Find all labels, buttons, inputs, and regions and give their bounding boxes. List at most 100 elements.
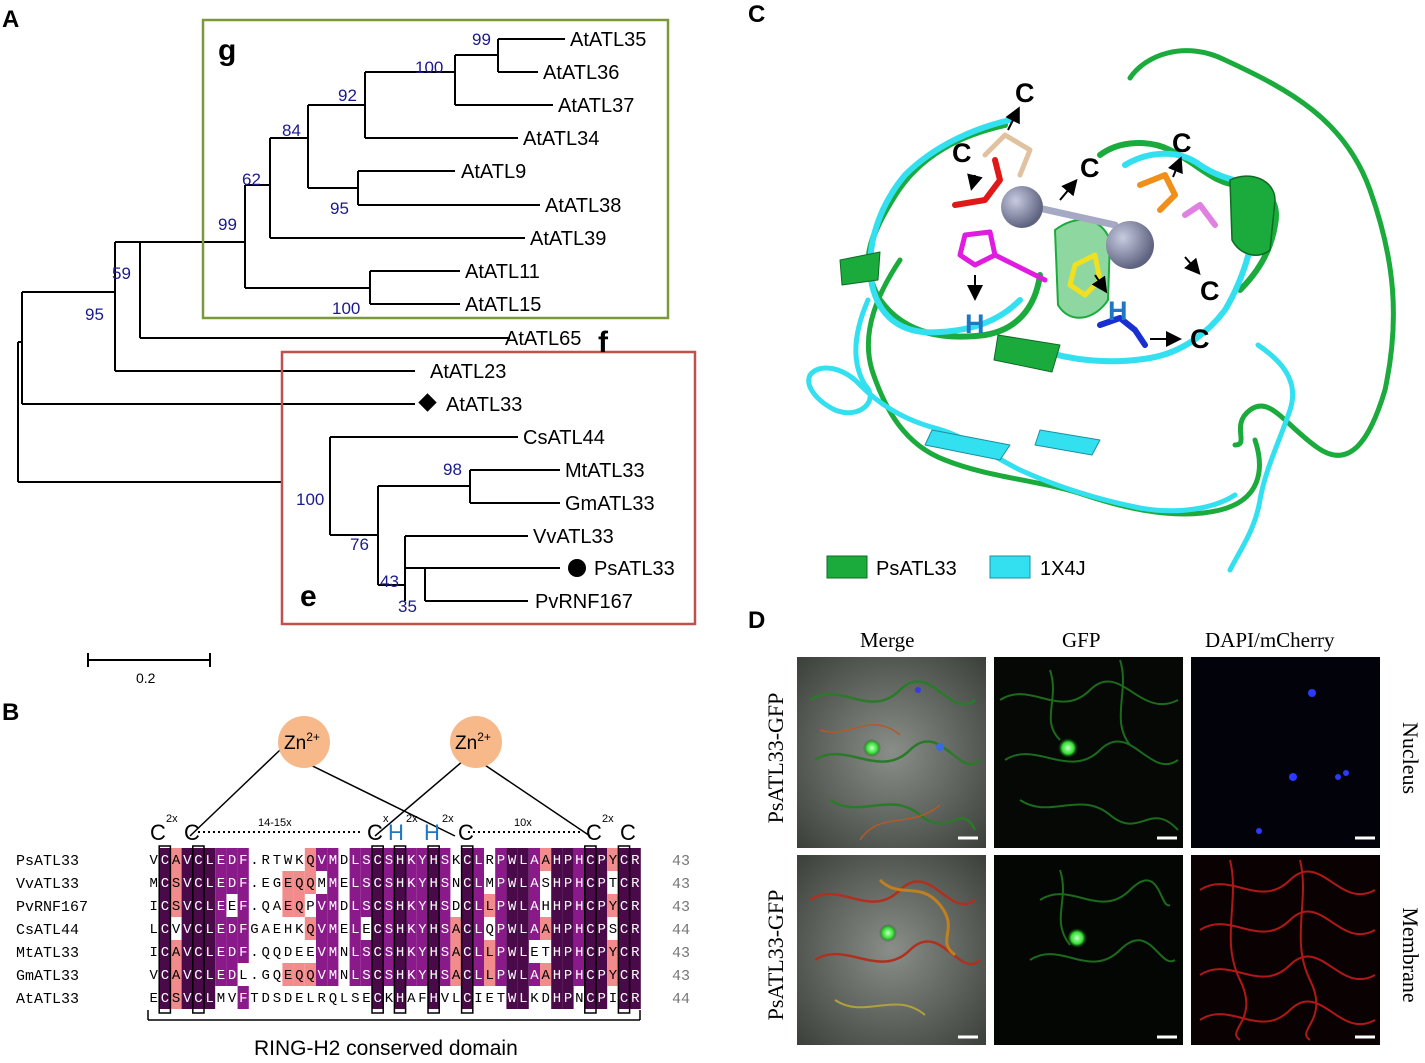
- alignment-shading: [528, 917, 540, 940]
- residue: Q: [306, 922, 314, 938]
- alignment-shading: [226, 917, 238, 940]
- panel-label-b: B: [2, 699, 19, 726]
- alignment-shading: [596, 917, 608, 940]
- residue: S: [385, 945, 393, 961]
- alignment-shading: [327, 917, 339, 940]
- alignment-shading: [349, 894, 361, 917]
- alignment-shading: [360, 963, 372, 986]
- alignment-shading: [551, 940, 563, 963]
- alignment-shading: [584, 871, 596, 894]
- leaf-label: PsATL33: [594, 558, 675, 580]
- residue: C: [194, 968, 202, 984]
- alignment-shading: [204, 871, 216, 894]
- residue: M: [318, 876, 326, 892]
- alignment-shading: [215, 963, 227, 986]
- residue: K: [407, 853, 416, 869]
- leaf-label: VvATL33: [533, 526, 614, 548]
- leaf-label: AtATL35: [570, 29, 646, 51]
- residue: P: [497, 922, 505, 938]
- residue: L: [474, 922, 482, 938]
- alignment-shading: [484, 963, 496, 986]
- residue: W: [508, 945, 517, 961]
- alignment-shading: [540, 963, 552, 986]
- alignment-shading: [562, 986, 574, 1009]
- residue: C: [194, 899, 202, 915]
- residue: Q: [306, 968, 314, 984]
- alignment-shading: [372, 894, 384, 917]
- residue: L: [306, 991, 314, 1007]
- residue: H: [575, 853, 583, 869]
- residue: A: [262, 922, 271, 938]
- residue: A: [530, 922, 539, 938]
- residue: C: [194, 991, 202, 1007]
- bootstrap: 92: [338, 86, 357, 105]
- residue: P: [564, 945, 572, 961]
- alignment-shading: [394, 917, 406, 940]
- residue: R: [631, 853, 640, 869]
- bootstrap: 35: [398, 597, 417, 616]
- panel-label-c: C: [748, 1, 765, 28]
- alignment-shading: [472, 963, 484, 986]
- residue: L: [351, 922, 359, 938]
- alignment-shading: [394, 940, 406, 963]
- sequence-length: 44: [672, 922, 690, 939]
- residue: H: [553, 991, 561, 1007]
- alignment-shading: [327, 848, 339, 871]
- bootstrap: 84: [282, 121, 301, 140]
- residue: H: [430, 876, 438, 892]
- alignment-shading: [584, 917, 596, 940]
- alignment-shading: [349, 917, 361, 940]
- gfp-image-membrane: [994, 855, 1183, 1045]
- residue: Q: [306, 853, 314, 869]
- group-label-g: g: [218, 34, 236, 67]
- residue: S: [351, 991, 359, 1007]
- legend-label: PsATL33: [876, 558, 957, 580]
- his-label: H: [1108, 296, 1128, 326]
- residue: C: [161, 876, 169, 892]
- merge-image-nucleus: [797, 657, 986, 848]
- alignment-shading: [618, 894, 630, 917]
- alignment-shading: [551, 917, 563, 940]
- alignment-shading: [293, 963, 305, 986]
- residue: C: [374, 876, 382, 892]
- residue: S: [362, 968, 370, 984]
- alignment-shading: [394, 986, 406, 1009]
- residue: C: [463, 945, 471, 961]
- alignment-shading: [237, 940, 249, 963]
- residue: L: [239, 968, 247, 984]
- alignment-shading: [159, 848, 171, 871]
- residue: P: [564, 853, 572, 869]
- motif-h: H: [388, 820, 404, 845]
- residue: G: [262, 968, 270, 984]
- alignment-shading: [204, 986, 216, 1009]
- zinc-ion-1: [278, 716, 330, 768]
- alignment-shading: [237, 894, 249, 917]
- residue: H: [575, 968, 583, 984]
- alignment-shading: [316, 963, 328, 986]
- residue: E: [284, 876, 292, 892]
- residue: D: [340, 899, 348, 915]
- alignment-shading: [428, 986, 440, 1009]
- alignment-shading: [562, 894, 574, 917]
- residue: C: [374, 968, 382, 984]
- alignment-shading: [562, 940, 574, 963]
- alignment-shading: [461, 940, 473, 963]
- residue: C: [374, 945, 382, 961]
- residue: L: [150, 922, 158, 938]
- residue: F: [239, 853, 247, 869]
- residue: E: [362, 991, 370, 1007]
- residue: A: [542, 853, 551, 869]
- residue: L: [519, 991, 527, 1007]
- bootstrap-values: 99 100 92 84 62 95 99 100 59 95 98 100 7…: [85, 30, 491, 616]
- alignment-shading: [226, 940, 238, 963]
- residue: A: [530, 899, 539, 915]
- alignment-shading: [215, 848, 227, 871]
- cys-label: C: [952, 138, 972, 168]
- zinc-label-2: Zn2+: [455, 730, 491, 754]
- alignment-shading: [517, 894, 529, 917]
- residue: V: [183, 968, 192, 984]
- residue: K: [407, 876, 416, 892]
- alignment-shading: [204, 963, 216, 986]
- column-header-dapi: DAPI/mCherry: [1205, 628, 1335, 652]
